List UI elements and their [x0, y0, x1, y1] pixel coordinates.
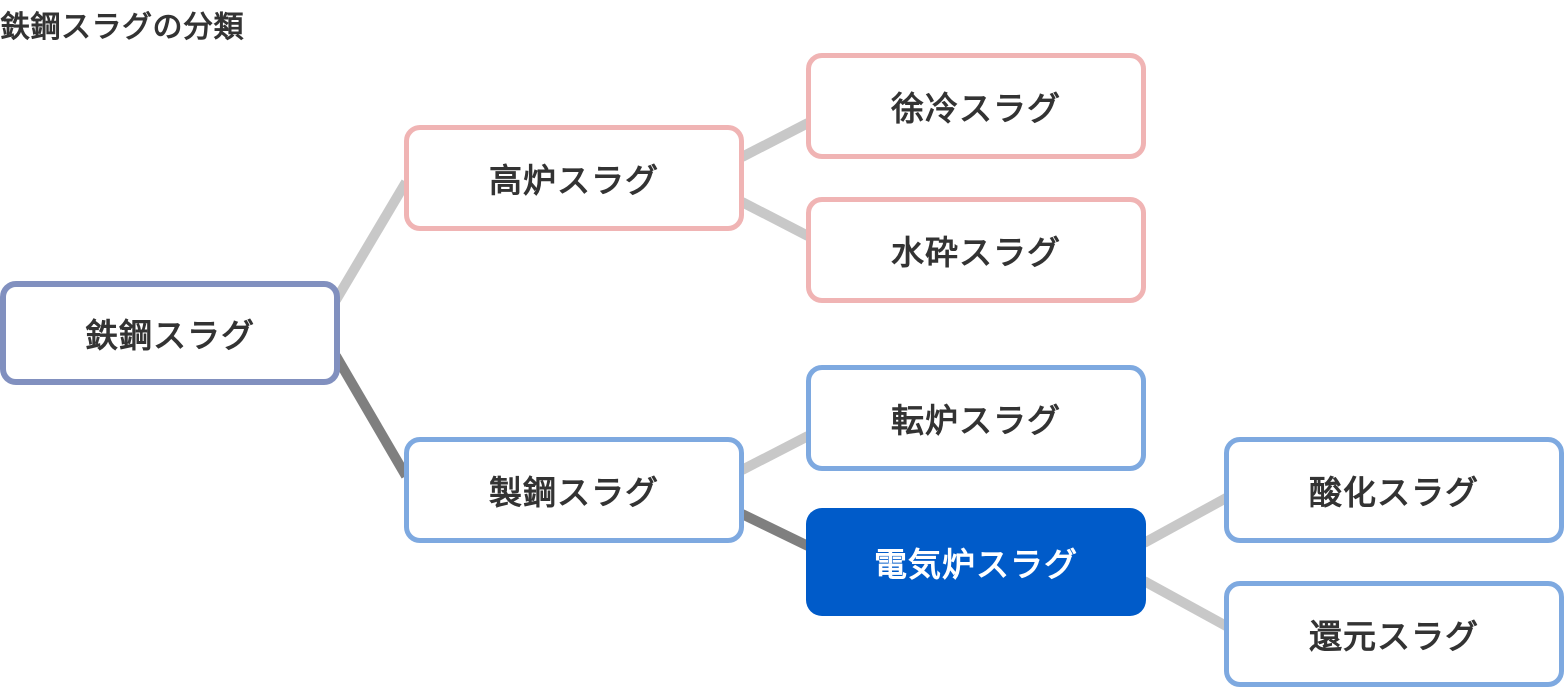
- node-slow-cooled-slag: 徐冷スラグ: [806, 53, 1146, 159]
- edge-electric-arc-oxidizing: [1141, 492, 1231, 548]
- edge-root-steelmaking: [331, 353, 411, 479]
- node-reducing-slag: 還元スラグ: [1224, 581, 1564, 687]
- edge-electric-arc-reducing: [1141, 576, 1231, 632]
- edge-blast-furnace-granulated: [739, 197, 811, 241]
- node-electric-arc-furnace-slag: 電気炉スラグ: [806, 508, 1146, 616]
- node-steelmaking-slag: 製鋼スラグ: [404, 437, 744, 543]
- edge-blast-furnace-slow-cooled: [739, 118, 811, 162]
- page-title: 鉄鋼スラグの分類: [0, 10, 244, 45]
- node-blast-furnace-slag: 高炉スラグ: [404, 125, 744, 231]
- edge-steelmaking-converter: [739, 431, 811, 475]
- node-oxidizing-slag: 酸化スラグ: [1224, 437, 1564, 543]
- edge-steelmaking-electric-arc: [739, 509, 811, 551]
- node-steel-slag: 鉄鋼スラグ: [0, 281, 340, 385]
- node-granulated-slag: 水砕スラグ: [806, 197, 1146, 303]
- edge-root-blast-furnace: [331, 179, 411, 303]
- node-converter-slag: 転炉スラグ: [806, 365, 1146, 471]
